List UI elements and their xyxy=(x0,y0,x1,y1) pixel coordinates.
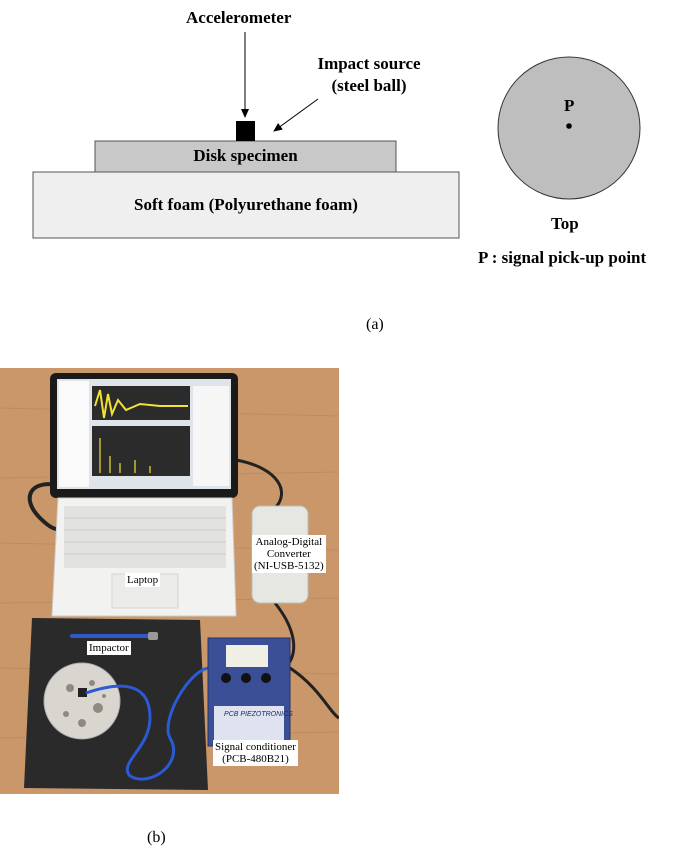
conditioner-label-plate xyxy=(214,706,284,740)
adc-label: Analog-Digital Converter (NI-USB-5132) xyxy=(252,535,326,573)
photo-disk-specimen xyxy=(43,662,121,740)
laptop-keyboard xyxy=(64,506,226,568)
point-label: P xyxy=(564,96,575,115)
pcb-logo-text: PCB PIEZOTRONICS xyxy=(224,711,293,718)
conditioner-meter xyxy=(226,645,268,667)
impact-source-label: Impact source (steel ball) xyxy=(308,53,430,97)
usb-cable-right xyxy=(235,458,283,510)
keyboard-keys xyxy=(64,517,226,555)
laptop-label: Laptop xyxy=(125,573,161,587)
photo-accelerometer xyxy=(78,688,87,697)
experimental-setup-photo: PCB PIEZOTRONICS Analog-Digital Converte… xyxy=(0,368,339,794)
disk-label: Disk specimen xyxy=(193,146,298,165)
diagram-a-drawing xyxy=(32,32,641,239)
conditioner-label-line2: (PCB-480B21) xyxy=(222,753,289,765)
legend-label: P : signal pick-up point xyxy=(478,248,647,267)
top-label: Top xyxy=(551,214,579,233)
adc-label-line3: (NI-USB-5132) xyxy=(254,560,324,572)
caption-a: (a) xyxy=(366,316,384,333)
screen-spectrum xyxy=(99,438,151,473)
accelerometer-block xyxy=(236,121,255,141)
adc-label-line2: Converter xyxy=(266,548,311,560)
accelerometer-label: Accelerometer xyxy=(186,8,292,27)
pickup-point-dot xyxy=(566,123,572,129)
blue-sensor-cable xyxy=(85,666,211,781)
conditioner-knobs xyxy=(221,673,271,683)
impact-source-line2: (steel ball) xyxy=(331,76,407,95)
screen-plot-1 xyxy=(92,386,190,420)
caption-b: (b) xyxy=(147,829,166,846)
impact-arrow xyxy=(273,98,319,132)
photo-drawing: PCB PIEZOTRONICS xyxy=(0,368,339,794)
impact-source-line1: Impact source xyxy=(317,54,421,73)
impactor-label: Impactor xyxy=(87,641,131,655)
conditioner-label: Signal conditioner (PCB-480B21) xyxy=(213,740,298,766)
screen-plot-2 xyxy=(92,426,190,476)
disk-aggregate xyxy=(63,680,106,727)
impactor-hammer xyxy=(70,634,154,638)
screen-sidebar xyxy=(59,381,89,487)
conditioner-label-line1: Signal conditioner xyxy=(215,741,296,753)
adc-label-line1: Analog-Digital xyxy=(255,536,323,548)
disk-specimen xyxy=(94,140,397,173)
impactor-tip xyxy=(148,632,158,640)
foam-label: Soft foam (Polyurethane foam) xyxy=(134,195,358,214)
cable-conditioner-right xyxy=(289,666,339,720)
foam-block xyxy=(32,171,460,239)
screen-waveform xyxy=(94,389,188,419)
screen-panel-right xyxy=(193,386,229,486)
